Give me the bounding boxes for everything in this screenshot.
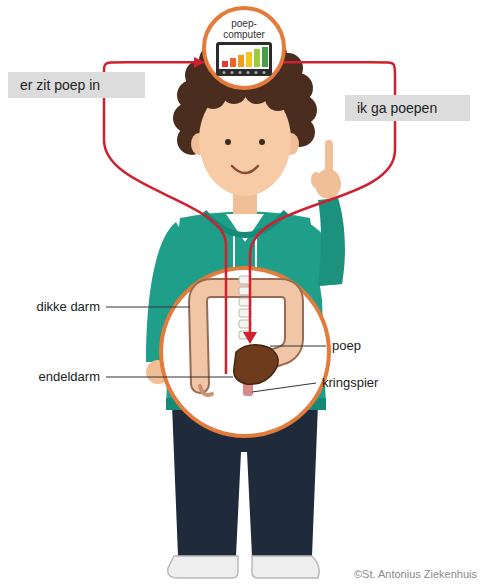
poop [234,345,278,384]
shoe [252,556,319,578]
node-text: poep- computer [214,18,274,40]
computer-circle: poep- computer [202,6,286,90]
node-text: ik ga poepen [357,100,458,116]
part-label: kringspier [322,375,378,391]
leader-line [106,377,233,378]
leader-line [270,346,326,347]
eye [259,139,265,145]
screen-dot [223,71,226,74]
level-bar [254,49,260,67]
thumb [311,172,321,188]
screen-dot [231,71,234,74]
part-label: endeldarm [39,369,100,385]
hair-curl [265,85,291,111]
appendix [200,386,212,395]
screen-frame [216,42,272,76]
finger [325,140,333,176]
circle-outline [204,8,284,88]
screen-dot [247,71,250,74]
level-bar [262,47,268,67]
level-bar [230,58,236,67]
screen-dot [239,71,242,74]
level-bar [238,55,244,67]
sleeve [318,198,345,286]
copyright-note: ©St. Antonius Ziekenhuis [354,567,477,581]
eye [225,139,231,145]
smile [232,166,258,173]
screen [219,45,269,69]
belly-inset [161,268,329,436]
message-box: er zit poep in [8,72,145,98]
level-bar [246,52,252,67]
leader-line [252,383,316,392]
shoe [168,556,238,578]
screen-dot [255,71,258,74]
part-label: poep [332,338,361,354]
node-text: er zit poep in [20,77,133,93]
signal-line [250,112,395,334]
colon [198,288,294,384]
level-bar [222,61,228,67]
signal-arrow [104,62,205,72]
message-box: ik ga poepen [345,95,470,121]
part-label: dikke darm [36,299,100,315]
leader-line [106,307,190,308]
screen-dot [263,71,266,74]
colon-outline [198,288,294,384]
arrowhead [243,332,257,344]
face [199,84,291,196]
signal-line [104,90,226,374]
signal-arrow [283,62,395,95]
